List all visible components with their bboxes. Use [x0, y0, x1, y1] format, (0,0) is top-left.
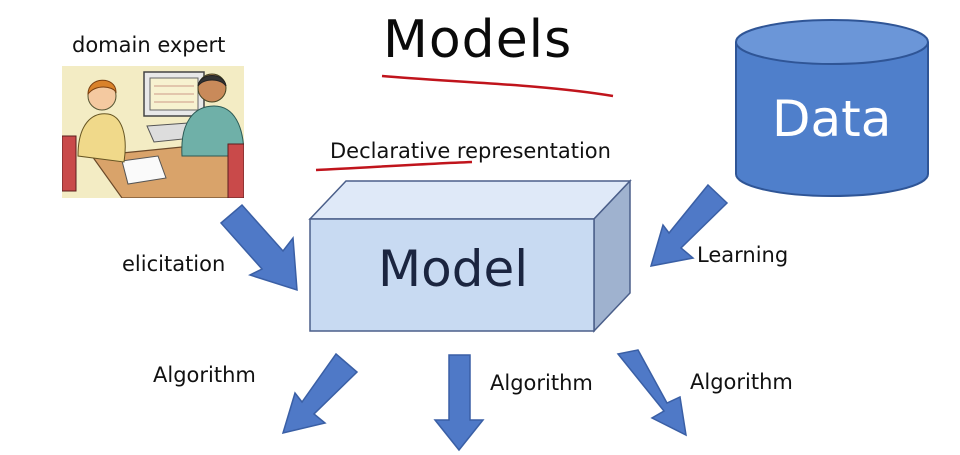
elicitation-label: elicitation — [122, 252, 226, 276]
title-underline — [381, 74, 614, 98]
learning-arrow — [649, 183, 729, 267]
model-label: Model — [378, 240, 529, 298]
subtitle-underline — [315, 160, 473, 172]
learning-label: Learning — [697, 243, 789, 267]
algorithm-right-label: Algorithm — [690, 370, 793, 394]
data-database — [735, 19, 929, 197]
algorithm-left-arrow — [281, 352, 359, 435]
model-box — [308, 179, 632, 333]
algorithm-middle-arrow — [433, 354, 485, 452]
algorithm-left-label: Algorithm — [153, 363, 256, 387]
page-title: Models — [383, 10, 573, 70]
algorithm-middle-label: Algorithm — [490, 371, 593, 395]
elicitation-arrow — [219, 203, 298, 292]
data-label: Data — [772, 90, 892, 148]
subtitle-declarative-representation: Declarative representation — [330, 139, 611, 163]
domain-expert-label: domain expert — [72, 33, 226, 57]
domain-expert-illustration — [61, 66, 245, 199]
algorithm-right-arrow — [616, 349, 687, 437]
